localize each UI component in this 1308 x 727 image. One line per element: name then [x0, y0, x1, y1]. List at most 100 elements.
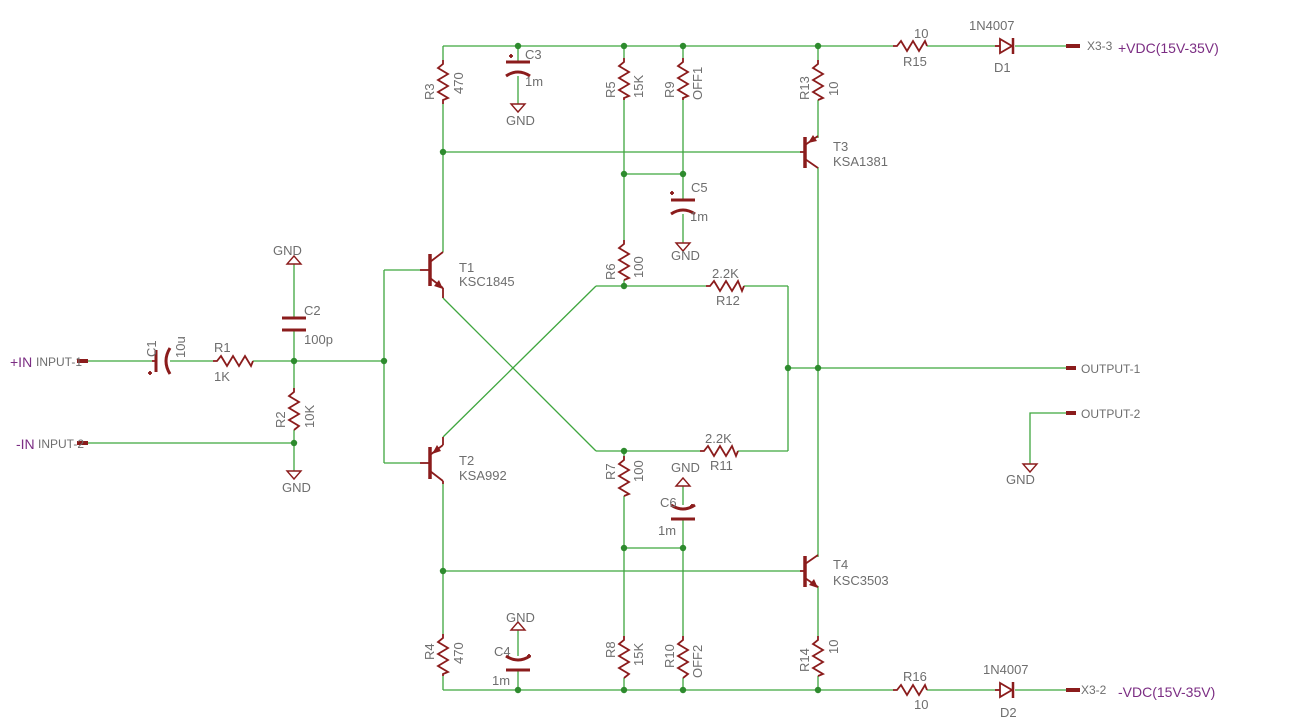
c3-value: 1m — [525, 74, 543, 89]
input-plus-pin: INPUT-1 — [36, 355, 82, 369]
vminus-name: -VDC(15V-35V) — [1118, 684, 1215, 700]
d1-name: D1 — [994, 60, 1011, 75]
t2-name: T2 — [459, 453, 474, 468]
r13-value: 10 — [826, 82, 841, 96]
wires — [86, 45, 1068, 691]
d2-name: D2 — [1000, 705, 1017, 720]
c5-value: 1m — [690, 209, 708, 224]
r11-value: 2.2K — [705, 431, 732, 446]
r9-name: R9 — [662, 81, 677, 98]
r14-name: R14 — [797, 648, 812, 672]
r3-value: 470 — [451, 72, 466, 94]
r1-value: 1K — [214, 369, 230, 384]
r6-value: 100 — [631, 256, 646, 278]
gnd-label: GND — [671, 460, 700, 475]
resistor-r16 — [893, 682, 928, 697]
transistor-t2 — [420, 437, 444, 484]
c6-name: C6 — [660, 495, 677, 510]
r13-name: R13 — [797, 76, 812, 100]
resistor-r15 — [893, 38, 928, 53]
resistor-r14 — [811, 636, 826, 677]
input-plus-name: +IN — [10, 354, 32, 370]
r2-name: R2 — [273, 411, 288, 428]
r1-name: R1 — [214, 340, 231, 355]
c2-value: 100p — [304, 332, 333, 347]
r12-name: R12 — [716, 293, 740, 308]
r16-name: R16 — [903, 669, 927, 684]
capacitor-c5 — [670, 191, 696, 216]
resistor-r9 — [676, 58, 691, 100]
c1-value: 10u — [173, 336, 188, 358]
t1-value: KSC1845 — [459, 274, 515, 289]
transistor-t1 — [420, 251, 444, 298]
transistor-t4 — [800, 554, 819, 588]
capacitor-c6 — [670, 503, 696, 521]
gnd-label: GND — [506, 113, 535, 128]
capacitor-c4 — [505, 654, 531, 672]
c5-name: C5 — [691, 180, 708, 195]
r15-value: 10 — [914, 26, 928, 41]
r7-value: 100 — [631, 460, 646, 482]
t4-value: KSC3503 — [833, 573, 889, 588]
capacitor-c2 — [282, 316, 306, 332]
r6-name: R6 — [603, 263, 618, 280]
vminus-pin: X3-2 — [1081, 683, 1107, 697]
diode-d2 — [995, 681, 1015, 699]
input-minus-name: -IN — [16, 436, 35, 452]
c4-value: 1m — [492, 673, 510, 688]
c2-name: C2 — [304, 303, 321, 318]
input-minus-pin: INPUT-2 — [38, 437, 84, 451]
r4-name: R4 — [422, 643, 437, 660]
pin-ends — [77, 44, 1080, 692]
c4-name: C4 — [494, 644, 511, 659]
gnd-label: GND — [671, 248, 700, 263]
c1-name: C1 — [144, 340, 159, 357]
c6-value: 1m — [658, 523, 676, 538]
resistor-r10 — [676, 636, 690, 679]
gnd-label: GND — [273, 243, 302, 258]
capacitor-c1 — [148, 347, 172, 375]
output-2-pin: OUTPUT-2 — [1081, 407, 1141, 421]
gnd-label: GND — [282, 480, 311, 495]
output-1-pin: OUTPUT-1 — [1081, 362, 1141, 376]
r7-name: R7 — [603, 463, 618, 480]
d2-value: 1N4007 — [983, 662, 1029, 677]
t3-name: T3 — [833, 139, 848, 154]
resistor-r6 — [617, 240, 632, 281]
r10-value: OFF2 — [690, 645, 705, 678]
resistor-r8 — [617, 636, 631, 679]
vplus-name: +VDC(15V-35V) — [1118, 40, 1219, 56]
r2-value: 10K — [302, 405, 317, 428]
resistor-r3 — [436, 60, 451, 104]
r3-name: R3 — [422, 83, 437, 100]
c3-name: C3 — [525, 47, 542, 62]
resistor-r2 — [287, 388, 301, 431]
r12-value: 2.2K — [712, 266, 739, 281]
junctions — [290, 42, 822, 694]
r4-value: 470 — [451, 642, 466, 664]
capacitor-c3 — [505, 54, 531, 78]
resistor-r13 — [811, 60, 826, 101]
t1-name: T1 — [459, 260, 474, 275]
r8-name: R8 — [603, 641, 618, 658]
resistor-r4 — [436, 634, 451, 676]
r14-value: 10 — [826, 640, 841, 654]
r15-name: R15 — [903, 54, 927, 69]
d1-value: 1N4007 — [969, 18, 1015, 33]
t3-value: KSA1381 — [833, 154, 888, 169]
r5-value: 15K — [631, 75, 646, 98]
gnd-symbols — [285, 103, 1039, 631]
resistor-r1 — [213, 354, 254, 369]
r9-value: OFF1 — [690, 67, 705, 100]
t4-name: T4 — [833, 557, 848, 572]
r16-value: 10 — [914, 697, 928, 712]
resistor-r11 — [700, 443, 739, 459]
r11-name: R11 — [710, 458, 733, 473]
r8-value: 15K — [631, 643, 646, 666]
t2-value: KSA992 — [459, 468, 507, 483]
r10-name: R10 — [662, 644, 677, 668]
diode-d1 — [995, 37, 1015, 55]
resistor-r7 — [617, 456, 632, 497]
transistor-t3 — [800, 135, 819, 169]
